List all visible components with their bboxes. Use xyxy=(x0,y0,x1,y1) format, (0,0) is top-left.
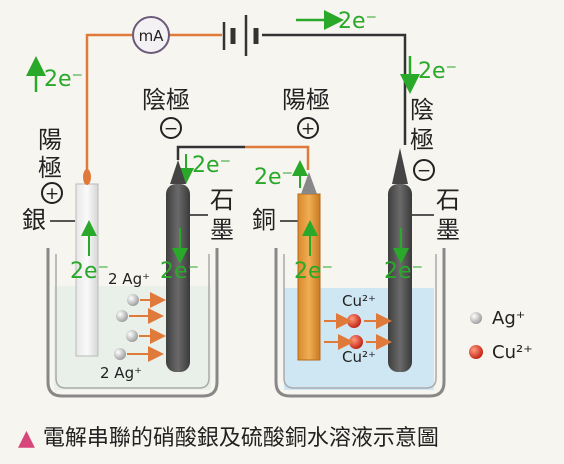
cu-ion-ball xyxy=(349,335,363,349)
graphite-mid-label-1: 石 xyxy=(210,186,234,214)
cathode-mid-label: 陰極 xyxy=(142,86,190,114)
meter-label: mA xyxy=(139,27,165,45)
ag-ion-label-bottom: 2 Ag⁺ xyxy=(100,364,142,382)
legend: Ag⁺ Cu²⁺ xyxy=(469,308,533,363)
electron-label-beaker2-left: 2e⁻ xyxy=(294,259,333,284)
ag-ion-label-top: 2 Ag⁺ xyxy=(108,270,150,288)
anode-left-label-2: 極 xyxy=(38,154,62,182)
minus-sign-right: − xyxy=(413,159,435,181)
electron-label-top: 2e⁻ xyxy=(338,9,377,34)
graphite-electrode-right xyxy=(388,148,412,372)
electron-label-beaker1-left: 2e⁻ xyxy=(70,259,109,284)
graphite-right-label-1: 石 xyxy=(436,186,460,214)
copper-label: 銅 xyxy=(252,206,276,234)
caption-marker-icon: ▲ xyxy=(18,426,35,451)
legend-cu-label: Cu²⁺ xyxy=(492,342,533,363)
battery-icon xyxy=(222,15,259,56)
cu-ion-label-top: Cu²⁺ xyxy=(342,292,376,310)
electron-label-left-wire: 2e⁻ xyxy=(44,67,83,92)
svg-text:+: + xyxy=(301,119,315,139)
svg-text:+: + xyxy=(45,184,59,204)
ag-ion-ball xyxy=(116,310,128,322)
electron-label-beaker2-right: 2e⁻ xyxy=(384,259,423,284)
graphite-mid-label-2: 墨 xyxy=(210,216,234,244)
silver-label: 銀 xyxy=(22,206,46,234)
caption-text: 電解串聯的硝酸銀及硫酸銅水溶液示意圖 xyxy=(42,426,439,451)
graphite-right-label-2: 墨 xyxy=(436,216,460,244)
legend-ag-ball xyxy=(470,312,482,324)
figure-caption: ▲ 電解串聯的硝酸銀及硫酸銅水溶液示意圖 xyxy=(18,420,558,451)
svg-text:−: − xyxy=(417,161,431,181)
electron-label-middle-cathode: 2e⁻ xyxy=(192,153,231,178)
cathode-right-label-1: 陰 xyxy=(410,96,434,124)
electron-label-middle-anode: 2e⁻ xyxy=(254,165,293,190)
legend-cu-ball xyxy=(469,345,483,359)
wire-middle-dark xyxy=(176,145,245,160)
ag-ion-ball xyxy=(114,348,126,360)
wire-left-orange xyxy=(85,33,133,170)
anode-mid-label: 陽極 xyxy=(282,86,330,114)
wire-middle-orange xyxy=(245,145,310,170)
milliammeter: mA xyxy=(132,16,170,54)
cu-ion-ball xyxy=(347,314,361,328)
legend-ag-label: Ag⁺ xyxy=(492,308,525,329)
cathode-right-label-2: 極 xyxy=(410,126,434,154)
electrolysis-diagram: mA 2e⁻ 2e⁻ 2e⁻ 陽 極 + 銀 陰極 − 石 墨 陽極 + 銅 陰… xyxy=(22,9,533,398)
ag-ion-ball xyxy=(126,330,138,342)
wire-battery-right xyxy=(262,33,407,145)
electron-label-right-wire: 2e⁻ xyxy=(418,59,457,84)
electron-label-beaker1-right: 2e⁻ xyxy=(160,259,199,284)
cu-ion-label-bottom: Cu²⁺ xyxy=(342,348,376,366)
ag-ion-ball xyxy=(127,294,139,306)
minus-sign-mid: − xyxy=(160,117,182,139)
anode-left-label-1: 陽 xyxy=(38,126,62,154)
graphite-electrode-mid xyxy=(166,160,190,372)
plus-sign-mid: + xyxy=(297,117,319,139)
svg-text:−: − xyxy=(164,119,178,139)
plus-sign-left: + xyxy=(41,182,63,204)
